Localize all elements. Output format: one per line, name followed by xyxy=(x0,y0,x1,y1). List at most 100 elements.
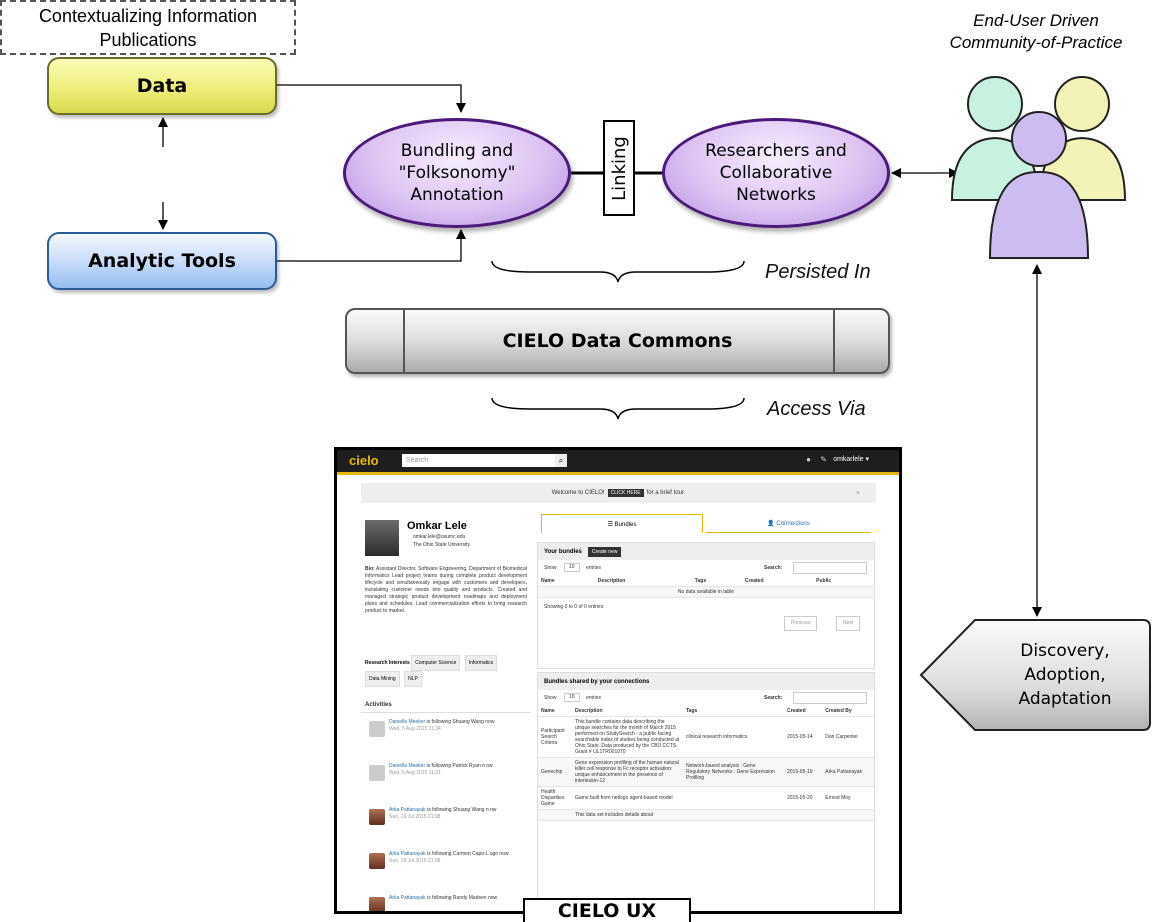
bundle-name-link[interactable] xyxy=(538,809,572,821)
welcome-banner: Welcome to CIELO! CLICK HERE for a brief… xyxy=(361,483,876,503)
interests: Research Interests Computer Science Info… xyxy=(365,655,535,687)
shared-bundles-table: Name Description Tags Created Created By… xyxy=(538,706,874,821)
bundling-node: Bundling and "Folksonomy" Annotation xyxy=(343,118,571,228)
search-icon[interactable]: ⌕ xyxy=(555,454,567,467)
community-label-2: Community-of-Practice xyxy=(949,33,1123,52)
table-row: This data set includes details about xyxy=(538,809,874,821)
tabs: ☰ Bundles 👤 Connections xyxy=(541,514,871,533)
activity-text: is following Shuang Wang n ow xyxy=(427,807,497,813)
tab-connections[interactable]: 👤 Connections xyxy=(706,514,871,533)
bundles-table: Name Description Tags Created Public No … xyxy=(538,576,874,598)
activity-item: Arka Pattanayak is following Shuang Wang… xyxy=(389,807,529,821)
brace-access xyxy=(491,397,745,420)
welcome-tail: for a brief tour. xyxy=(646,490,686,496)
table-header-row: Name Description Tags Created Public xyxy=(538,576,874,587)
col-created[interactable]: Created xyxy=(741,576,814,587)
activity-user-link[interactable]: Daniella Meeker xyxy=(389,719,426,725)
bundle-created: 2015-05-20 xyxy=(784,786,823,810)
bundle-created-by: Ernest Moy xyxy=(822,786,874,810)
cielo-ux-screenshot: cielo Search ⌕ ● ✎ omkarlele ▾ Welcome t… xyxy=(334,447,902,914)
activity-user-link[interactable]: Arka Pattanayak xyxy=(389,851,426,857)
next-button[interactable]: Next xyxy=(836,616,861,631)
activity-user-link[interactable]: Arka Pattanayak xyxy=(389,895,426,901)
no-data-cell: No data available in table xyxy=(538,586,874,598)
bundling-label-3: Annotation xyxy=(410,185,504,205)
tab-bundles[interactable]: ☰ Bundles xyxy=(541,514,703,533)
data-to-bundling-arrow xyxy=(277,84,466,113)
table-footer: Showing 0 to 0 of 0 entries Previous Nex… xyxy=(538,598,874,638)
user-menu[interactable]: omkarlele ▾ xyxy=(833,456,869,463)
bundle-description: This data set includes details about xyxy=(572,809,683,821)
interest-tag[interactable]: Informatics xyxy=(464,655,498,671)
interest-tag[interactable]: Data Mining xyxy=(365,671,400,687)
search-input[interactable]: Search xyxy=(402,454,556,467)
activity-user-link[interactable]: Daniella Meeker xyxy=(389,763,426,769)
bundle-name-link[interactable]: Health Disparities Game xyxy=(538,786,572,810)
col-tags[interactable]: Tags xyxy=(691,576,742,587)
pencil-icon[interactable]: ✎ xyxy=(820,455,827,464)
profile-name: Omkar Lele xyxy=(407,520,467,532)
bundling-label-2: "Folksonomy" xyxy=(398,163,516,183)
cielo-logo[interactable]: cielo xyxy=(349,453,379,468)
tools-to-bundling-arrow xyxy=(277,229,466,262)
community-label-1: End-User Driven xyxy=(973,11,1099,30)
col-tags[interactable]: Tags xyxy=(683,706,784,717)
activities-title: Activities xyxy=(365,702,392,708)
previous-button[interactable]: Previous xyxy=(784,616,818,631)
access-via-label: Access Via xyxy=(767,398,866,420)
col-name[interactable]: Name xyxy=(538,706,572,717)
table-row: Health Disparities Game Game built from … xyxy=(538,786,874,810)
activity-avatar xyxy=(369,765,385,781)
col-created[interactable]: Created xyxy=(784,706,823,717)
col-created-by[interactable]: Created By xyxy=(822,706,874,717)
create-new-button[interactable]: Create new xyxy=(587,546,622,557)
persisted-in-label: Persisted In xyxy=(765,261,871,283)
bundle-name-link[interactable]: Participant Search Criteria xyxy=(538,716,572,758)
tour-button[interactable]: CLICK HERE xyxy=(607,489,644,497)
data-node: Data xyxy=(47,57,277,115)
show-label: Show xyxy=(544,695,557,701)
search-label: Search: xyxy=(764,695,783,701)
shared-search-input[interactable] xyxy=(793,692,867,704)
bundle-created xyxy=(784,809,823,821)
col-public[interactable]: Public xyxy=(813,576,874,587)
activity-avatar xyxy=(369,853,385,869)
contextualizing-label-1: Contextualizing Information xyxy=(38,5,258,26)
table-controls: Show 10 entries Search: xyxy=(538,560,874,576)
researchers-node: Researchers and Collaborative Networks xyxy=(662,118,890,228)
brace-persisted xyxy=(491,260,745,283)
entries-select[interactable]: 10 xyxy=(564,693,580,702)
col-description[interactable]: Description xyxy=(594,576,692,587)
table-search-input[interactable] xyxy=(793,562,867,574)
community-people-icon xyxy=(950,76,1127,259)
col-description[interactable]: Description xyxy=(572,706,683,717)
bell-icon[interactable]: ● xyxy=(806,455,811,464)
shared-bundles-panel: Bundles shared by your connections Show … xyxy=(537,672,875,911)
activity-text: is following Randy Madsen now xyxy=(427,895,498,901)
commons-left-segment xyxy=(403,310,405,372)
bundle-name-link[interactable]: Genechip xyxy=(538,757,572,787)
interest-tag[interactable]: Computer Science xyxy=(411,655,461,671)
researchers-label-1: Researchers and xyxy=(705,141,847,161)
close-icon[interactable]: × xyxy=(855,489,860,497)
activity-user-link[interactable]: Arka Pattanayak xyxy=(389,807,426,813)
entries-label: entries xyxy=(586,695,602,701)
activity-time: Wed, 5 Aug 2015 11:34 xyxy=(389,726,441,732)
data-commons-node: CIELO Data Commons xyxy=(345,308,890,374)
profile-email[interactable]: omkar.lele@osumc.edu xyxy=(413,534,466,540)
researchers-label-3: Networks xyxy=(736,185,816,205)
shared-bundles-header: Bundles shared by your connections xyxy=(538,673,874,690)
entries-select[interactable]: 10 xyxy=(564,563,580,572)
commons-right-segment xyxy=(833,310,835,372)
profile-bio: Bio: Assistant Director, Software Engine… xyxy=(365,566,527,615)
activity-time: Sun, 19 Jul 2015 21:08 xyxy=(389,858,441,864)
interest-tag[interactable]: NLP xyxy=(404,671,422,687)
shared-bundles-title: Bundles shared by your connections xyxy=(544,678,650,685)
shared-table-controls: Show 10 entries Search: xyxy=(538,690,874,706)
discovery-node: Discovery, Adoption, Adaptation xyxy=(921,620,1151,730)
activity-item: Arka Pattanayak is following Randy Madse… xyxy=(389,895,529,902)
col-name[interactable]: Name xyxy=(538,576,595,587)
bundle-created-by: Arka Pattanayak xyxy=(822,757,874,787)
search-label: Search: xyxy=(764,565,783,571)
